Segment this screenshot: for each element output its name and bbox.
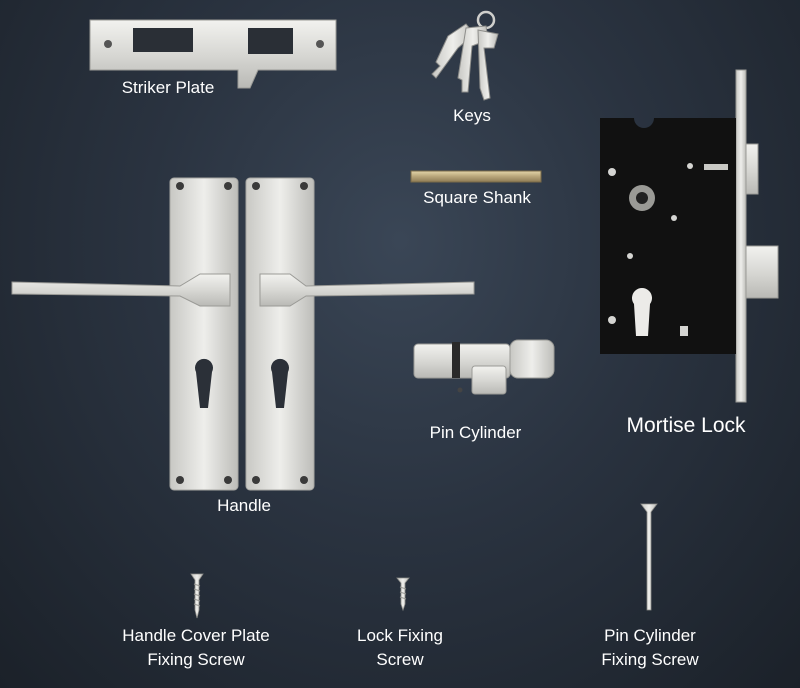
lock-screw-label-line1: Lock Fixing [357,626,443,645]
pin-cylinder-screw-label: Pin Cylinder Fixing Screw [570,624,730,672]
handle-screw-label-line1: Handle Cover Plate [122,626,270,645]
handle-image [11,177,475,491]
cylinder-screw-label-line2: Fixing Screw [601,650,699,669]
keys-label: Keys [453,106,491,125]
pin-cylinder-screw-image [640,503,658,611]
pin-cylinder-label: Pin Cylinder [429,423,522,442]
pin-cylinder-image [413,339,555,395]
cylinder-screw-label-line1: Pin Cylinder [604,626,696,645]
mortise-lock-image [600,69,779,403]
lock-screw-label-line2: Screw [376,650,424,669]
mortise-lock-label: Mortise Lock [626,414,746,437]
keys-image [431,10,499,101]
striker-plate-label: Striker Plate [121,78,215,97]
lock-fixing-screw-label: Lock Fixing Screw [330,624,470,672]
handle-screw-label-line2: Fixing Screw [147,650,245,669]
square-shank-image [410,170,542,183]
handle-cover-plate-screw-label: Handle Cover Plate Fixing Screw [96,624,296,672]
square-shank-label: Square Shank [423,188,531,207]
striker-plate-image [89,19,337,89]
lock-fixing-screw-image [396,577,410,612]
handle-cover-plate-screw-image [190,573,204,619]
handle-label: Handle [217,496,271,515]
